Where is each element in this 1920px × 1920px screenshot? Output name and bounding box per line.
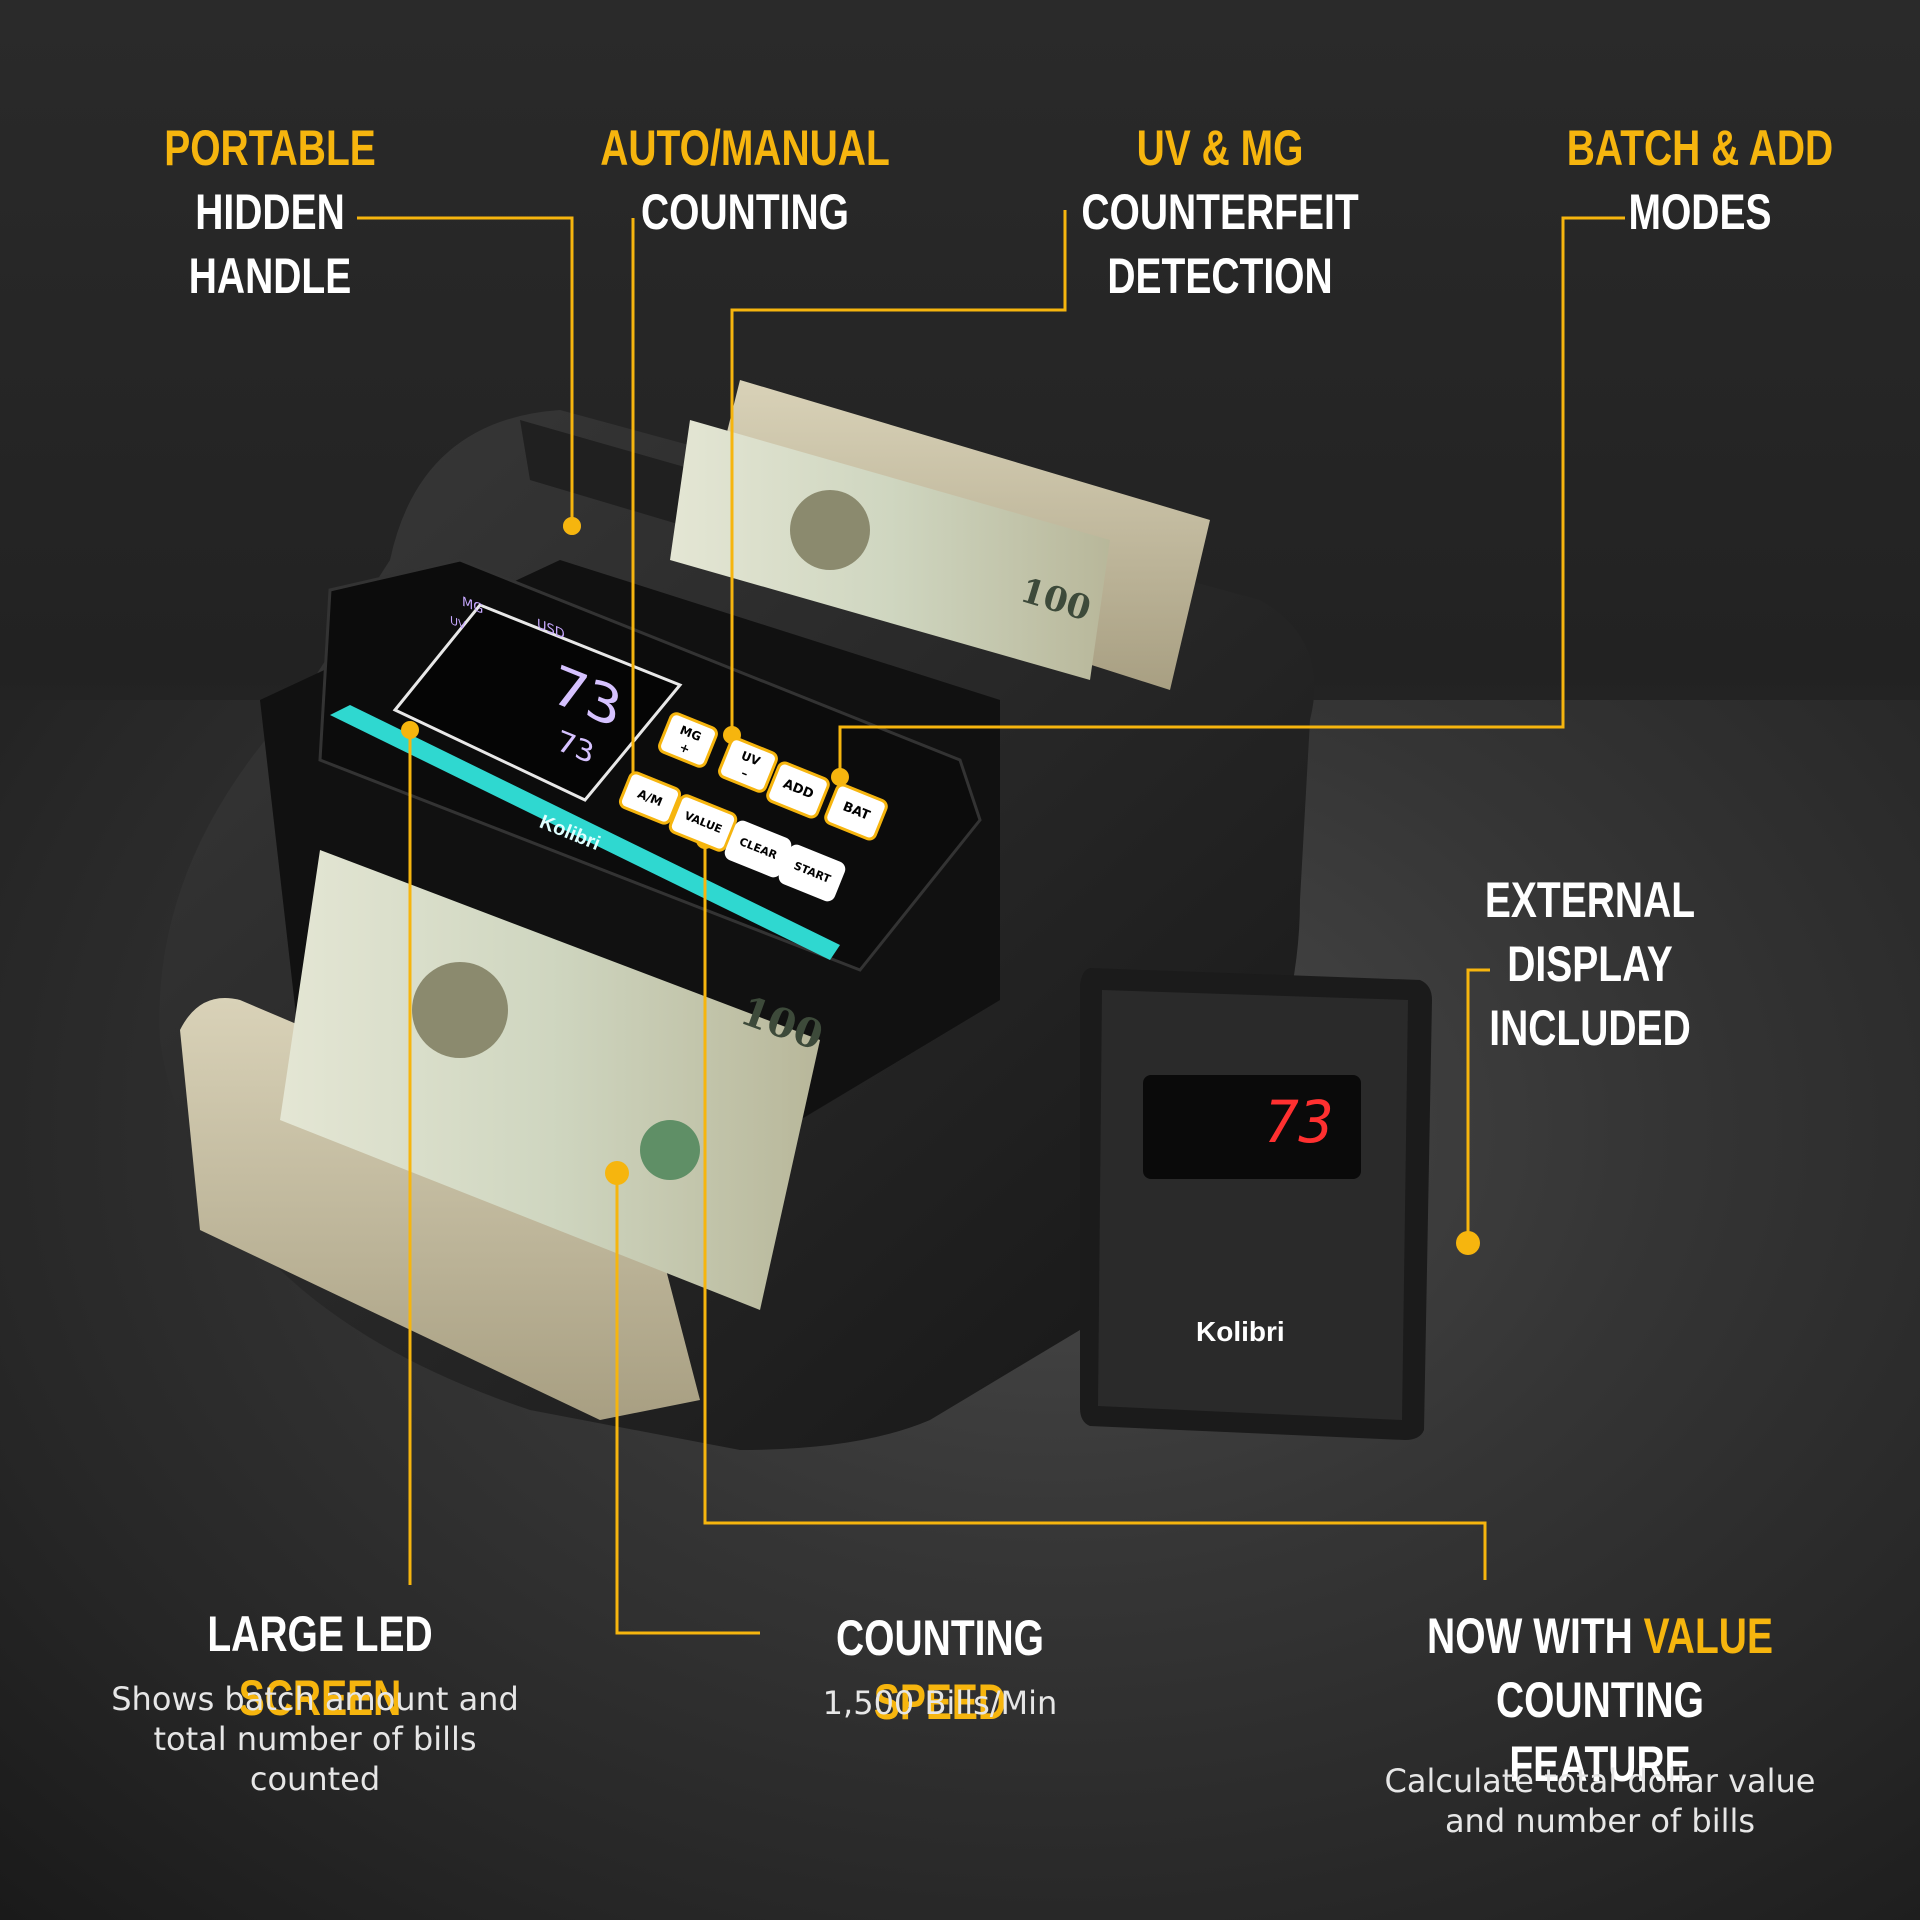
- callout-uvmg-highlight: UV & MG: [1136, 120, 1304, 176]
- mg-indicator: MG: [462, 594, 484, 618]
- speed-leader: [615, 1173, 760, 1635]
- brand-label-external: Kolibri: [1196, 1316, 1285, 1347]
- callout-counting-speed: COUNTING SPEED: [776, 1606, 1104, 1734]
- led-screen: [392, 603, 683, 802]
- external-count-display: 73: [1264, 1088, 1334, 1156]
- callout-speed-highlight: SPEED: [873, 1674, 1007, 1730]
- callout-value-line2: COUNTING FEATURE: [1496, 1672, 1704, 1792]
- callout-uv-mg: UV & MG COUNTERFEIT DETECTION: [1009, 116, 1430, 308]
- value-leader: [703, 840, 1487, 1580]
- callout-auto-manual: AUTO/MANUAL COUNTING: [585, 116, 905, 244]
- callout-external-display: EXTERNAL DISPLAY INCLUDED: [1426, 868, 1754, 1060]
- teal-light-strip: [330, 705, 840, 960]
- callout-handle-rest: HIDDEN: [195, 184, 345, 240]
- mg-plus-label: +: [677, 739, 692, 757]
- external-led-window: [1143, 1075, 1361, 1179]
- callout-led-pre: LARGE LED: [207, 1606, 433, 1662]
- callout-auto-line2: COUNTING: [641, 184, 849, 240]
- callout-batch-line2: MODES: [1628, 184, 1772, 240]
- callout-external-line2: INCLUDED: [1489, 1000, 1691, 1056]
- callout-led-description: Shows batch amount and total number of b…: [111, 1680, 519, 1798]
- handle-leader: [357, 216, 574, 526]
- batch-leader: [838, 216, 1625, 777]
- usd-indicator: USD: [537, 616, 565, 643]
- callout-auto-highlight: AUTO/MANUAL: [600, 120, 890, 176]
- callout-batch-add: BATCH & ADD MODES: [1544, 116, 1856, 244]
- callout-handle-highlight: PORTABLE: [164, 120, 376, 176]
- uv-button-label: UV: [739, 748, 763, 769]
- callout-portable-handle: PORTABLE HIDDEN HANDLE: [91, 116, 450, 308]
- uv-indicator: UV: [450, 613, 466, 633]
- callout-handle-line2: HANDLE: [188, 248, 352, 304]
- callout-value-counting: NOW WITH VALUE COUNTING FEATURE: [1413, 1604, 1787, 1796]
- callout-uvmg-rest: COUNTERFEIT: [1081, 184, 1359, 240]
- leader-lines: [357, 210, 1625, 1635]
- callout-led-screen: LARGE LED SCREEN: [133, 1602, 507, 1730]
- portrait-icon: [790, 490, 870, 570]
- treasury-seal-icon: [640, 1120, 700, 1180]
- callout-speed-description: 1,500 Bills/Min: [822, 1684, 1058, 1722]
- external-display: [1080, 968, 1432, 1440]
- top-bill-stack: [670, 380, 1210, 690]
- callout-value-description: Calculate total dollar value and number …: [1384, 1762, 1816, 1840]
- front-bill-stack: [180, 850, 820, 1420]
- uvmg-leader: [730, 210, 1067, 735]
- uv-minus-label: –: [739, 765, 751, 781]
- callout-batch-highlight: BATCH & ADD: [1566, 120, 1834, 176]
- callout-value-pre: NOW WITH: [1427, 1608, 1644, 1664]
- callout-led-highlight: SCREEN: [238, 1670, 402, 1726]
- external-leader: [1466, 968, 1490, 1243]
- callout-speed-pre: COUNTING: [836, 1610, 1044, 1666]
- portrait-icon: [412, 962, 508, 1058]
- callout-value-highlight: VALUE: [1643, 1608, 1773, 1664]
- callout-uvmg-line2: DETECTION: [1107, 248, 1333, 304]
- callout-external-line1: EXTERNAL DISPLAY: [1484, 872, 1696, 992]
